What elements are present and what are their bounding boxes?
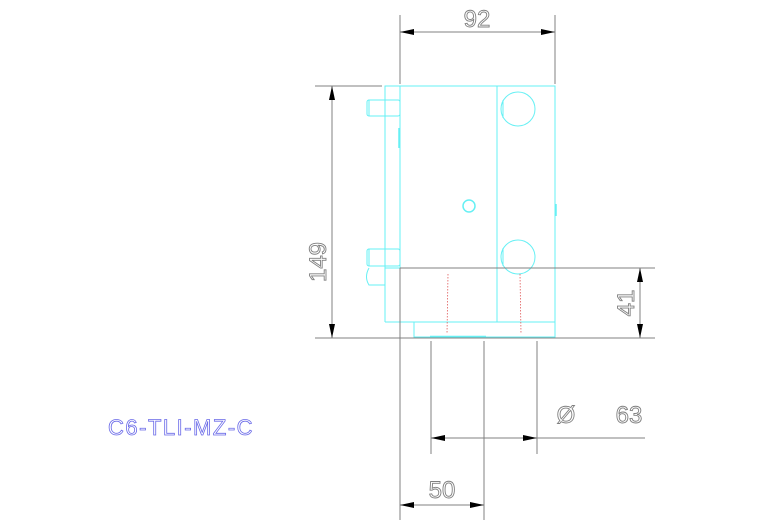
- base-flange: [413, 321, 556, 338]
- hidden-line-left: [446, 273, 449, 335]
- dim-50-label: 50: [429, 477, 456, 504]
- main-body-outline: [384, 85, 556, 269]
- center-hole: [462, 199, 476, 213]
- hidden-line-right: [519, 273, 522, 335]
- dim-92-label: 92: [464, 6, 491, 33]
- dim-41-label: 41: [613, 290, 640, 317]
- part-code-label: C6-TLI-MZ-C: [108, 415, 254, 440]
- dimension-lines: [315, 15, 655, 520]
- bottom-bolt-thread: [366, 267, 385, 286]
- top-bolt-head: [366, 99, 401, 117]
- part-outline: [366, 85, 557, 339]
- lower-port-circle: [500, 239, 536, 275]
- dim-63-label: 63: [616, 402, 643, 429]
- dim-149-label: 149: [305, 242, 332, 282]
- upper-port-circle: [500, 91, 536, 127]
- hidden-lines: [446, 273, 522, 335]
- bore-diameter-symbol: Ø: [557, 402, 576, 429]
- bottom-bolt-head: [366, 248, 401, 267]
